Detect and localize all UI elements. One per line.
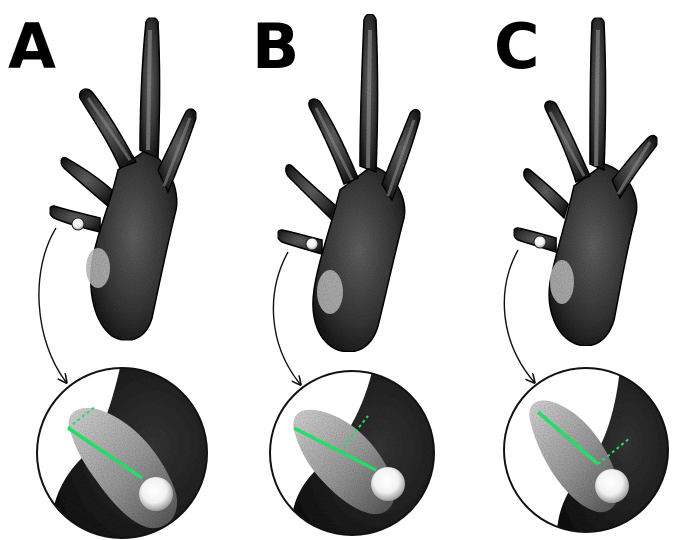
panel-b: B	[252, 10, 445, 540]
panel-label-b: B	[252, 10, 299, 83]
zoom-inset-a	[30, 360, 220, 540]
panel-label-a: A	[8, 10, 56, 83]
metatarsal-tubercle-a	[72, 218, 84, 230]
callout-arrow-c	[504, 250, 534, 382]
zoom-inset-c	[500, 362, 676, 540]
callout-arrow-b	[273, 252, 300, 384]
zoom-inset-b	[265, 365, 445, 540]
panel-a: A	[8, 10, 220, 540]
panel-label-c: C	[494, 10, 540, 83]
panel-c: C	[494, 10, 676, 540]
foot-illustration-a	[50, 18, 197, 341]
metatarsal-tubercle-b	[306, 238, 318, 250]
metatarsal-tubercle-c	[534, 236, 546, 248]
callout-arrow-a	[39, 228, 66, 382]
